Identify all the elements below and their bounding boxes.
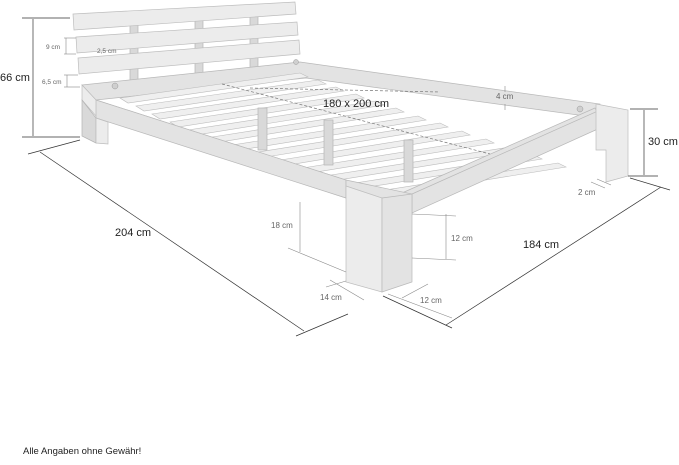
- center-beam-line-2: [249, 87, 441, 93]
- label-total-width: 184 cm: [523, 239, 559, 251]
- headboard-slat-bottom: [77, 39, 301, 75]
- center-beam-line: [221, 83, 491, 155]
- disclaimer-text: Alle Angaben ohne Gewähr!: [23, 446, 142, 457]
- label-slat-spacing: 4 cm: [496, 92, 514, 101]
- label-headboard-slat-gap: 2,5 cm: [97, 48, 117, 55]
- bed-frame: [81, 59, 629, 293]
- label-rail-thickness: 2 cm: [578, 188, 596, 197]
- label-total-height: 66 cm: [0, 72, 30, 84]
- center-support-leg-2: [323, 119, 334, 166]
- center-support-leg-1: [257, 107, 268, 151]
- label-rail-height: 12 cm: [451, 234, 473, 243]
- label-leg-depth: 14 cm: [320, 293, 342, 302]
- center-support-leg-3: [403, 139, 414, 183]
- headboard-slat-top: [72, 1, 297, 31]
- label-headboard-bottom-gap: 6,5 cm: [42, 79, 62, 86]
- label-under-bed-clearance: 18 cm: [271, 221, 293, 230]
- leg-foot-front: [345, 185, 383, 293]
- label-frame-height: 30 cm: [648, 136, 678, 148]
- label-leg-width: 12 cm: [420, 296, 442, 305]
- headboard: [72, 1, 301, 93]
- headboard-slat-middle: [75, 21, 299, 54]
- label-total-length: 204 cm: [115, 227, 151, 239]
- leg-head-right: [595, 103, 629, 183]
- dimension-labels: 66 cm 9 cm 2,5 cm 6,5 cm 180 x 200 cm 4 …: [0, 44, 678, 305]
- label-mattress-size: 180 x 200 cm: [323, 98, 389, 110]
- headboard-post-right: [249, 14, 259, 71]
- label-headboard-slat-height: 9 cm: [46, 44, 60, 51]
- dimension-lines: [22, 17, 671, 337]
